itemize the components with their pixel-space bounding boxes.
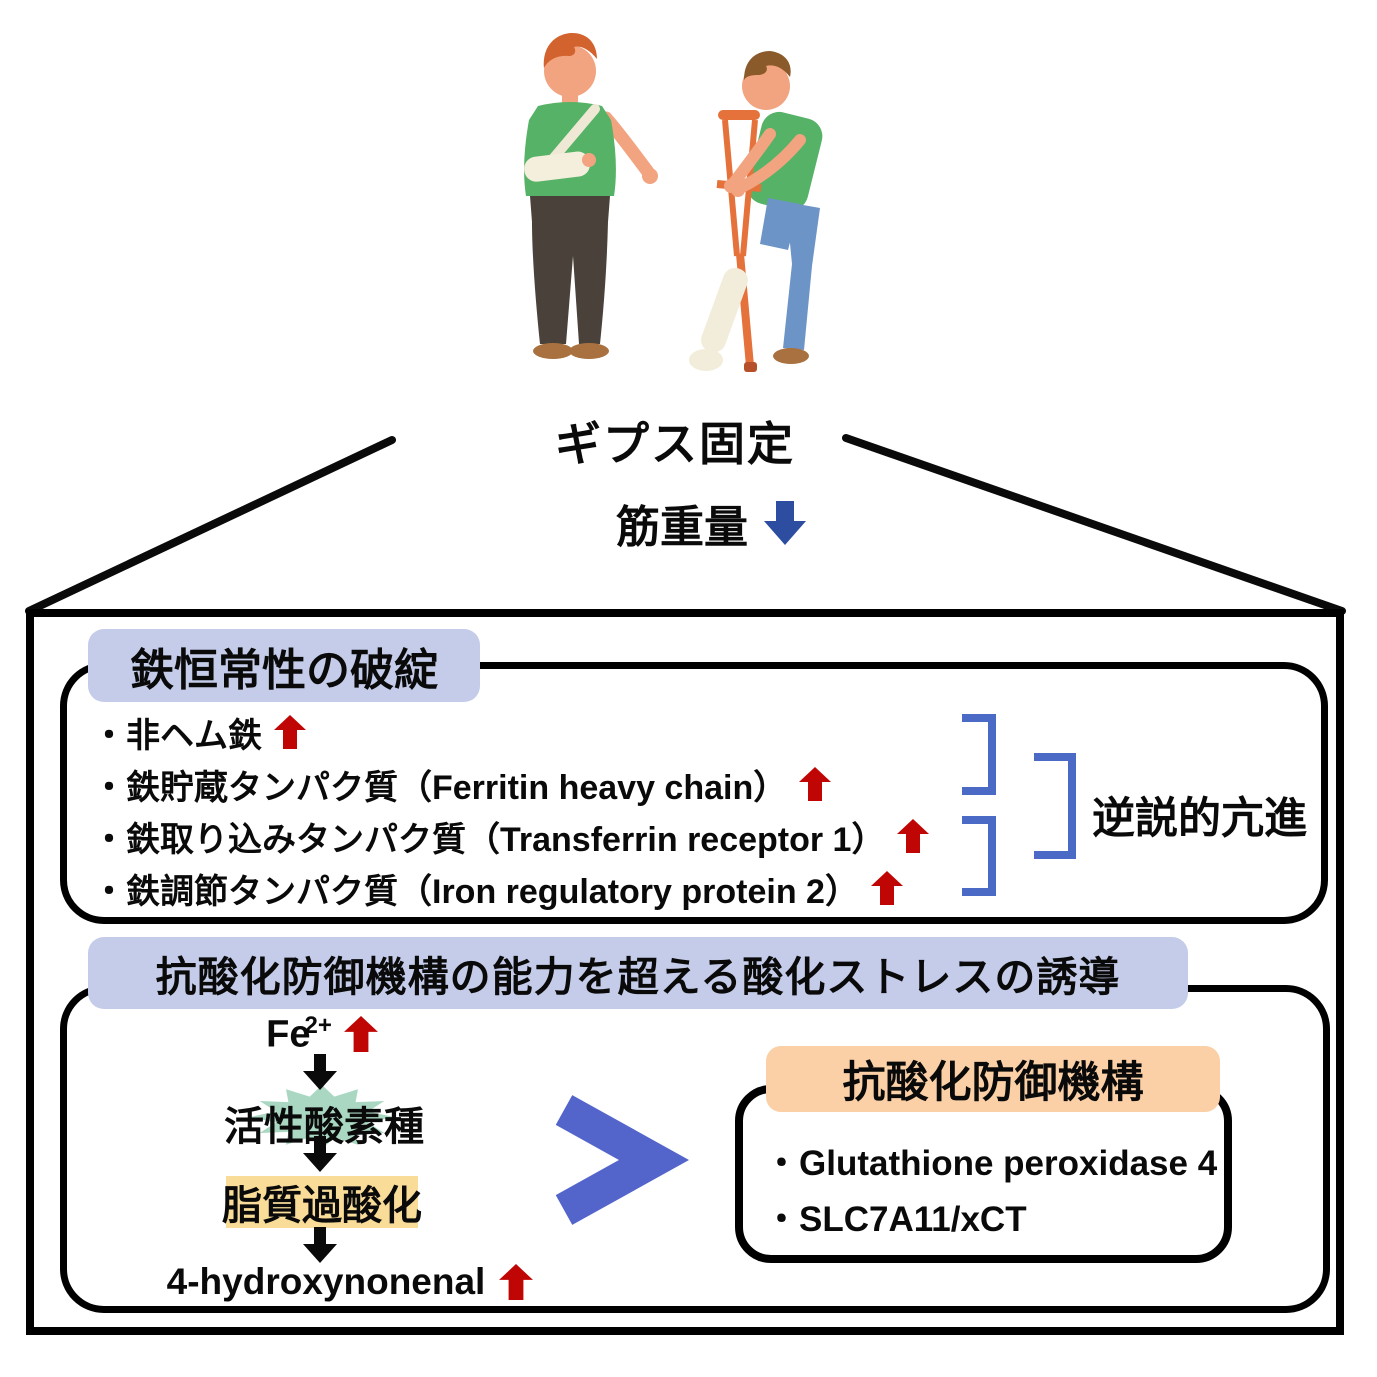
red-up-arrow-icon (499, 1264, 534, 1300)
iron-homeostasis-box (60, 662, 1328, 924)
group-bracket-combined (1034, 753, 1076, 859)
muscle-mass-row: 筋重量 (596, 498, 826, 552)
paradoxical-upregulation-label: 逆説的亢進 (1092, 795, 1307, 843)
red-up-arrow-icon (799, 767, 832, 801)
iron-item-text: ・非ヘム鉄 (92, 716, 262, 755)
iron-item-transferrin: ・鉄取り込みタンパク質（Transferrin receptor 1） (92, 814, 930, 859)
ros-label: 活性酸素種 (224, 1105, 424, 1149)
antioxidant-defense-header: 抗酸化防御機構 (766, 1046, 1220, 1112)
group-bracket-lower (962, 816, 996, 896)
oxidative-stress-header: 抗酸化防御機構の能力を超える酸化ストレスの誘導 (88, 937, 1188, 1009)
man-arm-sling (524, 33, 658, 359)
red-up-arrow-icon (870, 871, 903, 905)
iron-item-nonheme: ・非ヘム鉄 (92, 710, 306, 755)
hne-label: 4-hydroxynonenal (166, 1261, 486, 1302)
patients-illustration (468, 14, 888, 406)
antioxidant-item-slc7a11: ・SLC7A11/xCT (764, 1200, 1027, 1239)
lipid-peroxidation-box: 脂質過酸化 (222, 1176, 422, 1228)
iron-item-text: ・鉄調節タンパク質（Iron regulatory protein 2） (92, 872, 859, 911)
red-up-arrow-icon (897, 819, 930, 853)
iron-item-ferritin: ・鉄貯蔵タンパク質（Ferritin heavy chain） (92, 762, 832, 807)
iron-item-irp2: ・鉄調節タンパク質（Iron regulatory protein 2） (92, 866, 903, 911)
red-up-arrow-icon (343, 1016, 378, 1052)
muscle-mass-label: 筋重量 (616, 503, 748, 552)
iron-item-text: ・鉄取り込みタンパク質（Transferrin receptor 1） (92, 820, 886, 859)
cast-immobilization-label: ギプス固定 (555, 418, 795, 470)
black-down-arrow-icon (303, 1227, 337, 1263)
greater-than-symbol (555, 1095, 690, 1225)
fe-label: Fe2+ (266, 1012, 332, 1057)
group-bracket-upper (962, 714, 996, 795)
iron-homeostasis-header: 鉄恒常性の破綻 (88, 629, 480, 702)
blue-down-arrow-icon (764, 501, 806, 545)
black-down-arrow-icon (303, 1054, 337, 1090)
red-up-arrow-icon (274, 715, 306, 749)
fe-charge: 2+ (304, 1011, 332, 1039)
fe-symbol: Fe (266, 1013, 311, 1056)
black-down-arrow-icon (303, 1136, 337, 1172)
detail-enclosure-box (26, 609, 1344, 1335)
man-leg-cast (689, 51, 823, 372)
ferrous-iron-row: Fe2+ (230, 1012, 414, 1056)
iron-item-text: ・鉄貯蔵タンパク質（Ferritin heavy chain） (92, 768, 788, 807)
antioxidant-item-gpx4: ・Glutathione peroxidase 4 (764, 1144, 1218, 1183)
hne-row: 4-hydroxynonenal (140, 1260, 560, 1304)
